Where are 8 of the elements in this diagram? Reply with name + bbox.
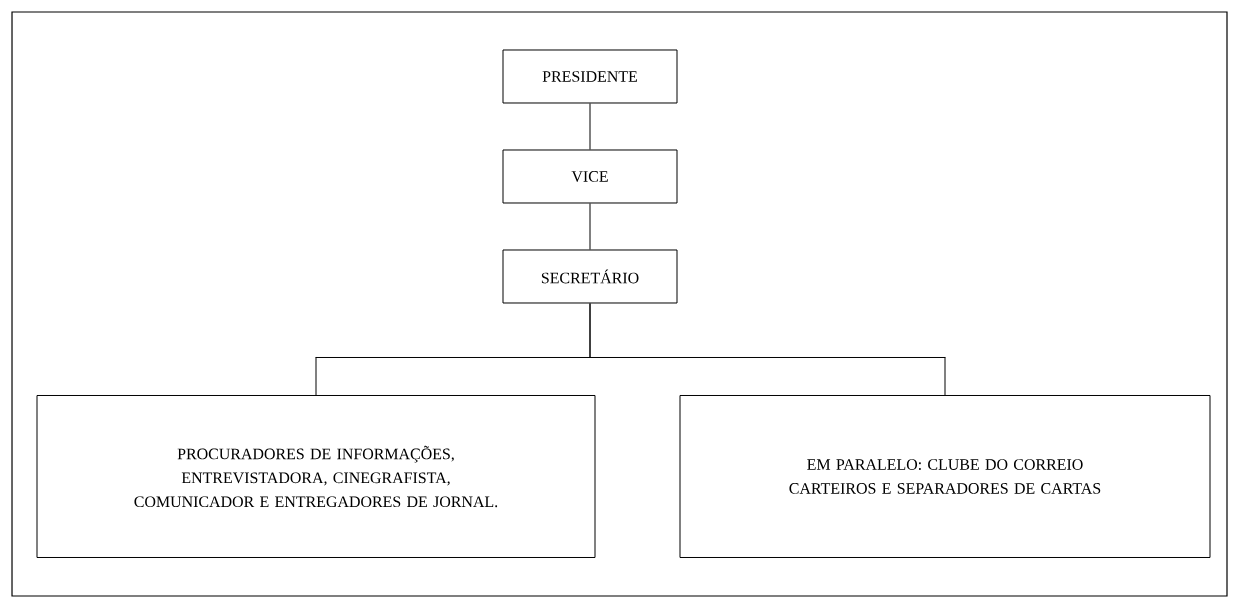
org-box: PROCURADORES DE INFORMAÇÕES, ENTREVISTADORA, CINEGRAFISTA, COMUNICADOR E ENTREGADORES DE JORNAL. bbox=[36, 395, 596, 558]
org-box: VICE bbox=[502, 149, 678, 204]
connector-line bbox=[589, 103, 591, 150]
org-box: EM PARALELO: CLUBE DO CORREIO CARTEIROS E SEPARADORES DE CARTAS bbox=[679, 395, 1211, 558]
connector-line bbox=[589, 303, 946, 396]
connector-line bbox=[589, 203, 591, 250]
org-box: PRESIDENTE bbox=[502, 49, 678, 104]
org-box: SECRETÁRIO bbox=[502, 249, 678, 304]
